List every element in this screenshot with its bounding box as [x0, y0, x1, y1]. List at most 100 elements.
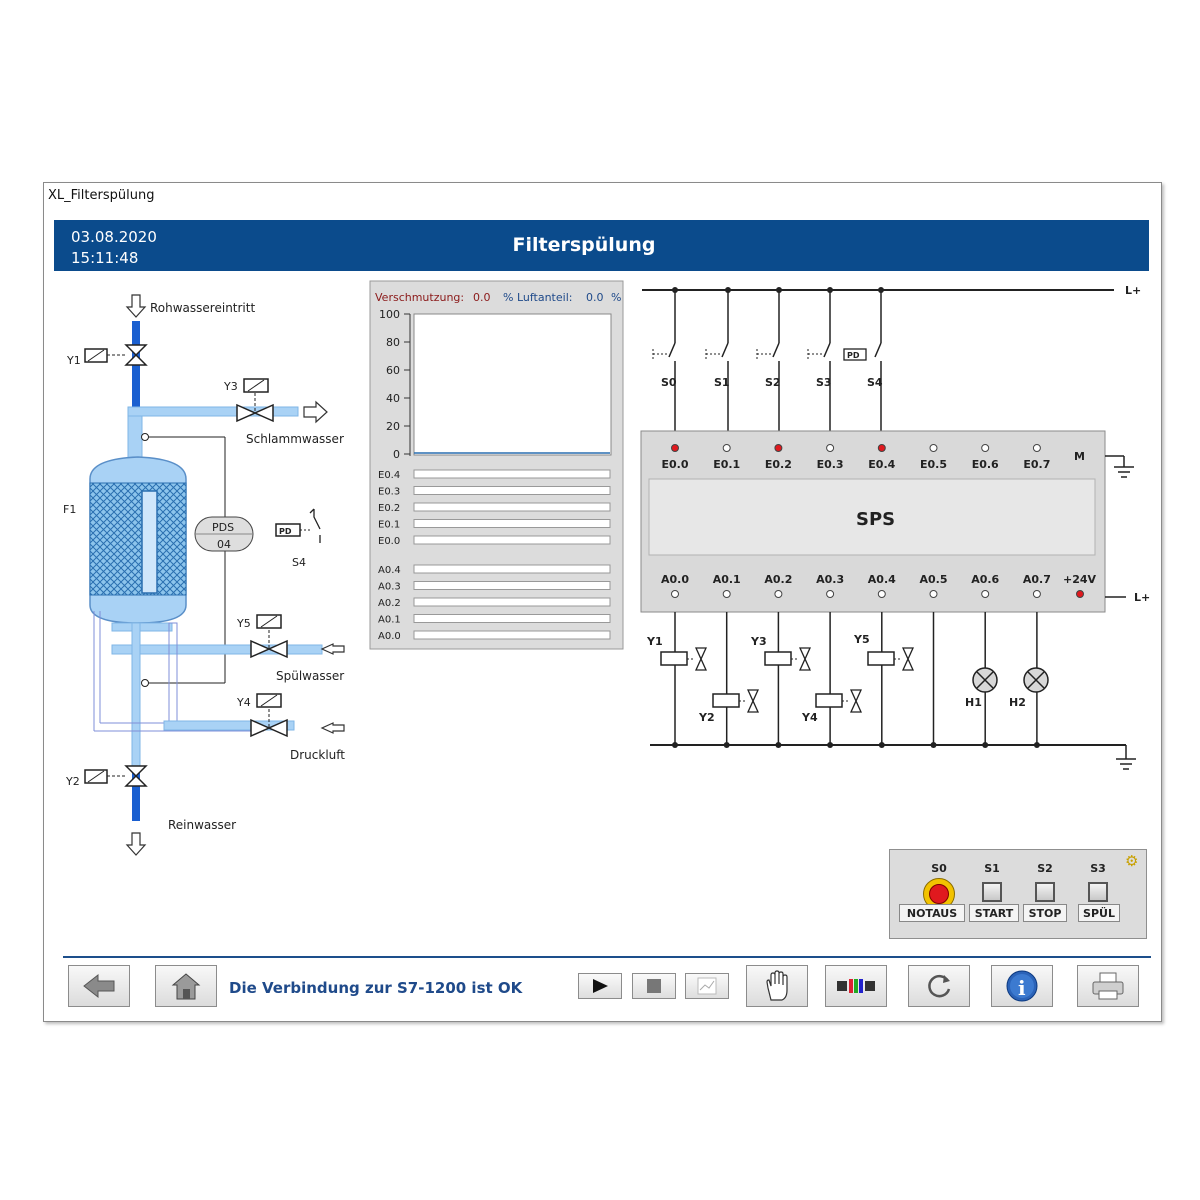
s4-process-label: S4	[292, 556, 306, 569]
process-diagram: Rohwassereintritt Y1 Y3 Schlammwasser F1	[63, 280, 1150, 856]
switch-s0-icon	[652, 342, 676, 431]
gear-icon[interactable]: ⚙	[1125, 852, 1139, 870]
air-share-label: % Luftanteil:	[503, 291, 572, 304]
pollution-value: 0.0	[473, 291, 491, 304]
stop-button[interactable]: STOP	[1023, 904, 1067, 922]
load-label: Y3	[750, 635, 767, 648]
start-button[interactable]: START	[969, 904, 1019, 922]
info-icon: i	[1006, 970, 1038, 1002]
switch-s4-icon: PD	[843, 342, 882, 431]
y3-label: Y3	[223, 380, 238, 393]
switch-label: S2	[765, 376, 781, 389]
l-plus-top: L+	[1125, 284, 1141, 297]
page-title: Filterspülung	[512, 234, 656, 256]
manual-mode-button[interactable]	[746, 965, 808, 1007]
start-switch[interactable]	[982, 882, 1002, 902]
valve-coil-y2-icon	[712, 689, 760, 713]
pds-sensor	[194, 516, 254, 552]
input-bar-label: E0.0	[378, 536, 400, 547]
svg-text:PD: PD	[279, 527, 292, 536]
load-label: Y2	[698, 711, 715, 724]
notaus-button[interactable]: NOTAUS	[899, 904, 965, 922]
input-label: E0.2	[765, 458, 792, 471]
output-label: A0.3	[816, 573, 844, 586]
output-led	[722, 590, 731, 598]
input-bar-label: E0.3	[378, 487, 400, 498]
home-button[interactable]	[155, 965, 217, 1007]
valve-y4-icon[interactable]	[250, 693, 288, 738]
output-led	[877, 590, 886, 598]
input-bar-label: E0.2	[378, 503, 400, 514]
percent-sign: %	[611, 291, 621, 304]
valve-y1-icon[interactable]	[84, 344, 148, 366]
switch-label: S1	[714, 376, 730, 389]
input-led	[826, 444, 835, 452]
output-bar	[413, 597, 611, 607]
y5-label: Y5	[236, 617, 251, 630]
input-bar	[413, 486, 611, 495]
input-bar	[413, 519, 611, 528]
toolbar-divider	[63, 956, 1151, 958]
switch-label: S0	[661, 376, 677, 389]
output-led	[774, 590, 783, 598]
switch-s3-icon	[807, 342, 831, 431]
clean-label: Reinwasser	[168, 818, 236, 832]
input-bar	[413, 502, 611, 512]
print-button[interactable]	[1077, 965, 1139, 1007]
output-label: A0.6	[971, 573, 999, 586]
rinse-label: Spülwasser	[276, 669, 344, 683]
output-bar-label: A0.2	[378, 598, 401, 609]
ground-bottom-icon	[1116, 745, 1136, 770]
input-label: E0.6	[972, 458, 999, 471]
svg-text:PD: PD	[847, 351, 860, 360]
air-inlet-arrow-icon	[320, 722, 345, 734]
output-bar	[413, 564, 611, 574]
y-tick-label: 80	[386, 336, 400, 349]
hand-icon	[766, 970, 788, 1001]
rinse-inlet-arrow-icon	[320, 643, 345, 655]
stop-sim-button[interactable]	[632, 973, 676, 999]
header-date: 03.08.2020	[71, 228, 157, 246]
input-label: E0.7	[1023, 458, 1050, 471]
switch-label: S3	[816, 376, 832, 389]
refresh-button[interactable]	[908, 965, 970, 1007]
back-button[interactable]	[68, 965, 130, 1007]
lamp-h2-icon	[1023, 667, 1049, 693]
clean-outlet-arrow-icon	[125, 832, 147, 856]
load-label: Y1	[646, 635, 663, 648]
y-tick-label: 0	[393, 448, 400, 461]
io-button[interactable]	[825, 965, 887, 1007]
lamp-h1-icon	[972, 667, 998, 693]
input-bar-label: E0.4	[378, 470, 400, 481]
rinse-switch[interactable]	[1088, 882, 1108, 902]
load-label: H1	[965, 696, 982, 709]
stop-switch[interactable]	[1035, 882, 1055, 902]
output-label: A0.1	[713, 573, 741, 586]
plc-24v-led	[1076, 590, 1084, 598]
output-label: A0.4	[868, 573, 896, 586]
switch-s1-icon	[705, 342, 729, 431]
valve-y3-icon[interactable]	[236, 378, 274, 423]
output-bar	[413, 630, 611, 640]
app-window: XL_Filterspülung 03.08.2020 15:11:48 Fil…	[43, 182, 1162, 1022]
switch-label: S4	[867, 376, 883, 389]
home-icon	[171, 973, 201, 1000]
printer-icon	[1092, 972, 1124, 1000]
rinse-button[interactable]: SPÜL	[1078, 904, 1120, 922]
chart-panel	[369, 280, 624, 650]
input-label: E0.0	[661, 458, 688, 471]
y1-label: Y1	[66, 354, 81, 367]
air-label: Druckluft	[290, 748, 345, 762]
valve-coil-y4-icon	[815, 689, 863, 713]
input-led	[1032, 444, 1041, 452]
output-bar	[413, 614, 611, 623]
valve-y5-icon[interactable]	[250, 614, 288, 659]
trend-button[interactable]	[685, 973, 729, 999]
input-bar	[413, 535, 611, 545]
play-icon	[593, 979, 608, 993]
pds-label-bottom: 04	[217, 538, 231, 551]
play-button[interactable]	[578, 973, 622, 999]
y-tick-label: 40	[386, 392, 400, 405]
info-button[interactable]: i	[991, 965, 1053, 1007]
valve-y2-icon[interactable]	[84, 765, 148, 787]
